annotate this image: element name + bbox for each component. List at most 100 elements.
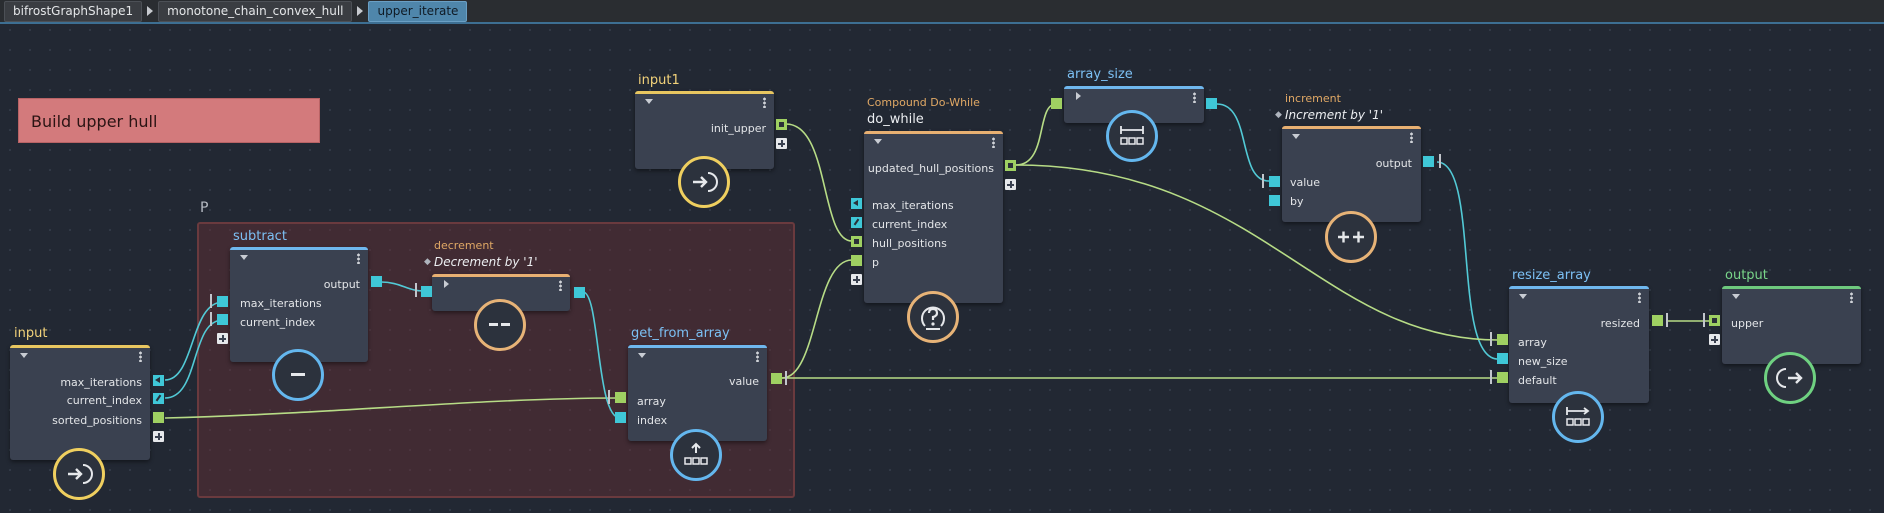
port-value-out[interactable]: [771, 373, 782, 384]
menu-icon[interactable]: [357, 253, 360, 264]
menu-icon[interactable]: [763, 97, 766, 108]
port-label-current-index: current_index: [66, 394, 142, 407]
node-header: [1282, 129, 1421, 145]
expand-icon[interactable]: [1076, 92, 1081, 100]
menu-icon[interactable]: [139, 351, 142, 362]
add-port-icon[interactable]: [776, 138, 787, 149]
port-label-hull-positions: hull_positions: [872, 237, 947, 250]
node-icon-increment: [1325, 211, 1377, 263]
port-hull-positions-in[interactable]: [851, 236, 862, 247]
node-icon-array-size: [1106, 110, 1158, 162]
port-resized-out[interactable]: [1652, 315, 1663, 326]
node-title-resize-array: resize_array: [1512, 268, 1591, 283]
port-by-in[interactable]: [1269, 195, 1280, 206]
breadcrumb-separator-icon: [357, 6, 364, 16]
port-max-iterations-in[interactable]: [217, 296, 228, 307]
menu-icon[interactable]: [992, 137, 995, 148]
node-array-size[interactable]: [1064, 86, 1204, 123]
collapse-icon[interactable]: [645, 99, 653, 104]
breadcrumb-item-current[interactable]: upper_iterate: [368, 0, 468, 22]
menu-icon[interactable]: [559, 280, 562, 291]
port-current-index-in[interactable]: [851, 217, 862, 228]
port-label-array: array: [1518, 336, 1547, 349]
port-bar: [415, 283, 417, 297]
port-label-index: index: [637, 414, 668, 427]
menu-icon[interactable]: [1850, 292, 1853, 303]
node-header: [864, 134, 1003, 150]
port-p-in[interactable]: [851, 255, 862, 266]
node-header: [1722, 289, 1861, 305]
port-current-index-out[interactable]: [153, 393, 164, 404]
port-array-in[interactable]: [615, 392, 626, 403]
port-label-max-iterations: max_iterations: [872, 199, 954, 212]
port-array-size-in[interactable]: [1051, 98, 1062, 109]
wire-value-to-p: [781, 259, 853, 379]
node-resize-array[interactable]: resized array new_size default: [1509, 286, 1649, 403]
node-title-decrement: Decrement by '1': [434, 255, 538, 269]
port-max-iterations-in[interactable]: [851, 198, 862, 209]
add-port-icon[interactable]: [1005, 179, 1016, 190]
port-index-in[interactable]: [615, 412, 626, 423]
expand-icon[interactable]: [444, 280, 449, 288]
collapse-icon[interactable]: [20, 353, 28, 358]
port-init-upper-out[interactable]: [776, 119, 787, 130]
menu-icon[interactable]: [1410, 132, 1413, 143]
compound-marker-icon: ◆: [424, 257, 431, 267]
port-new-size-in[interactable]: [1497, 353, 1508, 364]
port-decrement-in[interactable]: [421, 286, 432, 297]
node-title-input: input: [14, 326, 48, 341]
node-output[interactable]: upper: [1722, 286, 1861, 364]
breadcrumb-item-compound[interactable]: monotone_chain_convex_hull: [158, 0, 353, 22]
menu-icon[interactable]: [756, 351, 759, 362]
breadcrumb-item-graph-shape[interactable]: bifrostGraphShape1: [4, 0, 143, 22]
wire-subtract-to-decrement: [380, 281, 424, 292]
node-input[interactable]: max_iterations current_index sorted_posi…: [10, 345, 150, 460]
port-decrement-out[interactable]: [574, 287, 585, 298]
sticky-note[interactable]: Build upper hull: [18, 98, 320, 143]
node-title-do-while: do_while: [867, 112, 924, 127]
port-label-p: p: [872, 256, 879, 269]
collapse-icon[interactable]: [1292, 134, 1300, 139]
port-default-in[interactable]: [1497, 372, 1508, 383]
port-current-index-in[interactable]: [217, 314, 228, 325]
node-icon-decrement: [474, 299, 526, 351]
node-get-from-array[interactable]: value array index: [628, 345, 767, 441]
node-title-subtract: subtract: [233, 229, 287, 244]
node-icon-input: [53, 448, 105, 500]
port-value-in[interactable]: [1269, 176, 1280, 187]
node-subtract[interactable]: output max_iterations current_index: [230, 247, 368, 362]
wire-decrement-to-index: [582, 291, 621, 419]
menu-icon[interactable]: [1193, 92, 1196, 103]
port-upper-in[interactable]: [1709, 315, 1720, 326]
wire-curidx-to-subtract: [164, 319, 224, 399]
node-do-while[interactable]: updated_hull_positions max_iterations cu…: [864, 131, 1003, 303]
collapse-icon[interactable]: [1519, 294, 1527, 299]
port-sorted-positions-out[interactable]: [153, 412, 164, 423]
port-array-size-out[interactable]: [1206, 98, 1217, 109]
wire-updated-to-arraysize: [1015, 103, 1057, 166]
collapse-icon[interactable]: [240, 255, 248, 260]
backdrop-label: P: [200, 200, 209, 216]
add-port-icon[interactable]: [153, 431, 164, 442]
add-port-icon[interactable]: [217, 333, 228, 344]
wire-sorted-to-array: [164, 397, 621, 419]
port-array-in[interactable]: [1497, 334, 1508, 345]
port-bar: [1490, 332, 1492, 346]
node-increment[interactable]: output value by: [1282, 126, 1421, 222]
wire-updated-to-array: [1015, 164, 1499, 341]
breadcrumb: bifrostGraphShape1 monotone_chain_convex…: [0, 0, 1884, 24]
collapse-icon[interactable]: [1732, 294, 1740, 299]
add-port-icon[interactable]: [851, 274, 862, 285]
port-output-out[interactable]: [371, 276, 382, 287]
port-label-default: default: [1518, 374, 1557, 387]
node-header: [628, 348, 767, 364]
add-port-icon[interactable]: [1709, 334, 1720, 345]
port-updated-hull-positions-out[interactable]: [1005, 160, 1016, 171]
menu-icon[interactable]: [1638, 292, 1641, 303]
collapse-icon[interactable]: [638, 353, 646, 358]
port-output-out[interactable]: [1423, 156, 1434, 167]
port-max-iterations-out[interactable]: [153, 375, 164, 386]
port-label-init-upper: init_upper: [710, 122, 766, 135]
collapse-icon[interactable]: [874, 139, 882, 144]
port-label-value: value: [1290, 176, 1321, 189]
